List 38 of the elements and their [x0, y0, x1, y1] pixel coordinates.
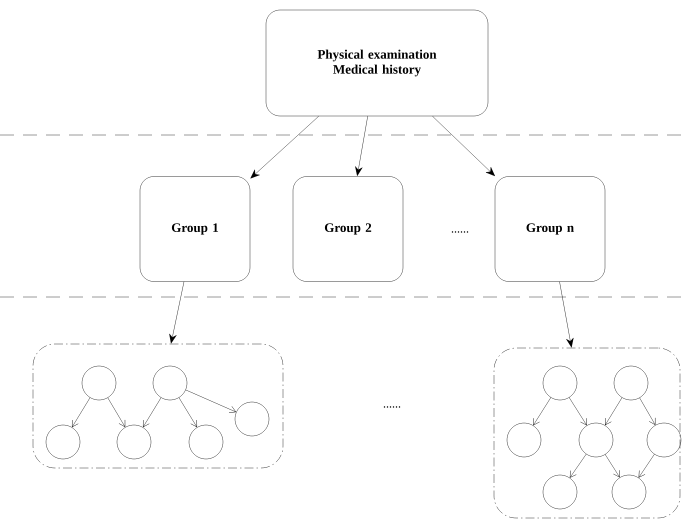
arrow [533, 397, 552, 426]
process-box: Physical examination Medical history [266, 10, 488, 116]
circle-node [116, 424, 152, 460]
arrow [169, 282, 184, 344]
arrow [72, 397, 90, 428]
cluster-box [32, 344, 284, 468]
process-box: Group n [494, 176, 606, 282]
cluster-box [494, 348, 680, 518]
arrow [559, 282, 574, 348]
arrow [355, 116, 368, 176]
circle-node [188, 424, 224, 460]
circle-node [542, 366, 578, 400]
arrow [639, 398, 656, 425]
arrow [178, 397, 198, 428]
circle-node [614, 366, 648, 400]
arrow [108, 398, 126, 428]
circle-node [82, 366, 116, 400]
process-box: Group 1 [140, 176, 250, 282]
arrow [186, 390, 236, 413]
circle-node [612, 474, 646, 510]
circle-node [46, 424, 80, 460]
arrow [142, 397, 162, 428]
circle-node [152, 366, 188, 400]
circle-node [646, 422, 682, 458]
arrow [569, 397, 587, 426]
arrow [638, 454, 655, 478]
arrow [250, 116, 319, 178]
ellipsis: ...... [452, 231, 468, 233]
arrow [605, 397, 622, 426]
circle-node [234, 402, 270, 436]
arrow [432, 116, 495, 176]
arrow [570, 454, 586, 478]
process-box: Group 2 [292, 176, 404, 282]
circle-node [578, 422, 614, 458]
ellipsis: ...... [384, 406, 400, 408]
circle-node [542, 474, 578, 510]
circle-node [506, 422, 542, 458]
arrow [605, 454, 620, 478]
